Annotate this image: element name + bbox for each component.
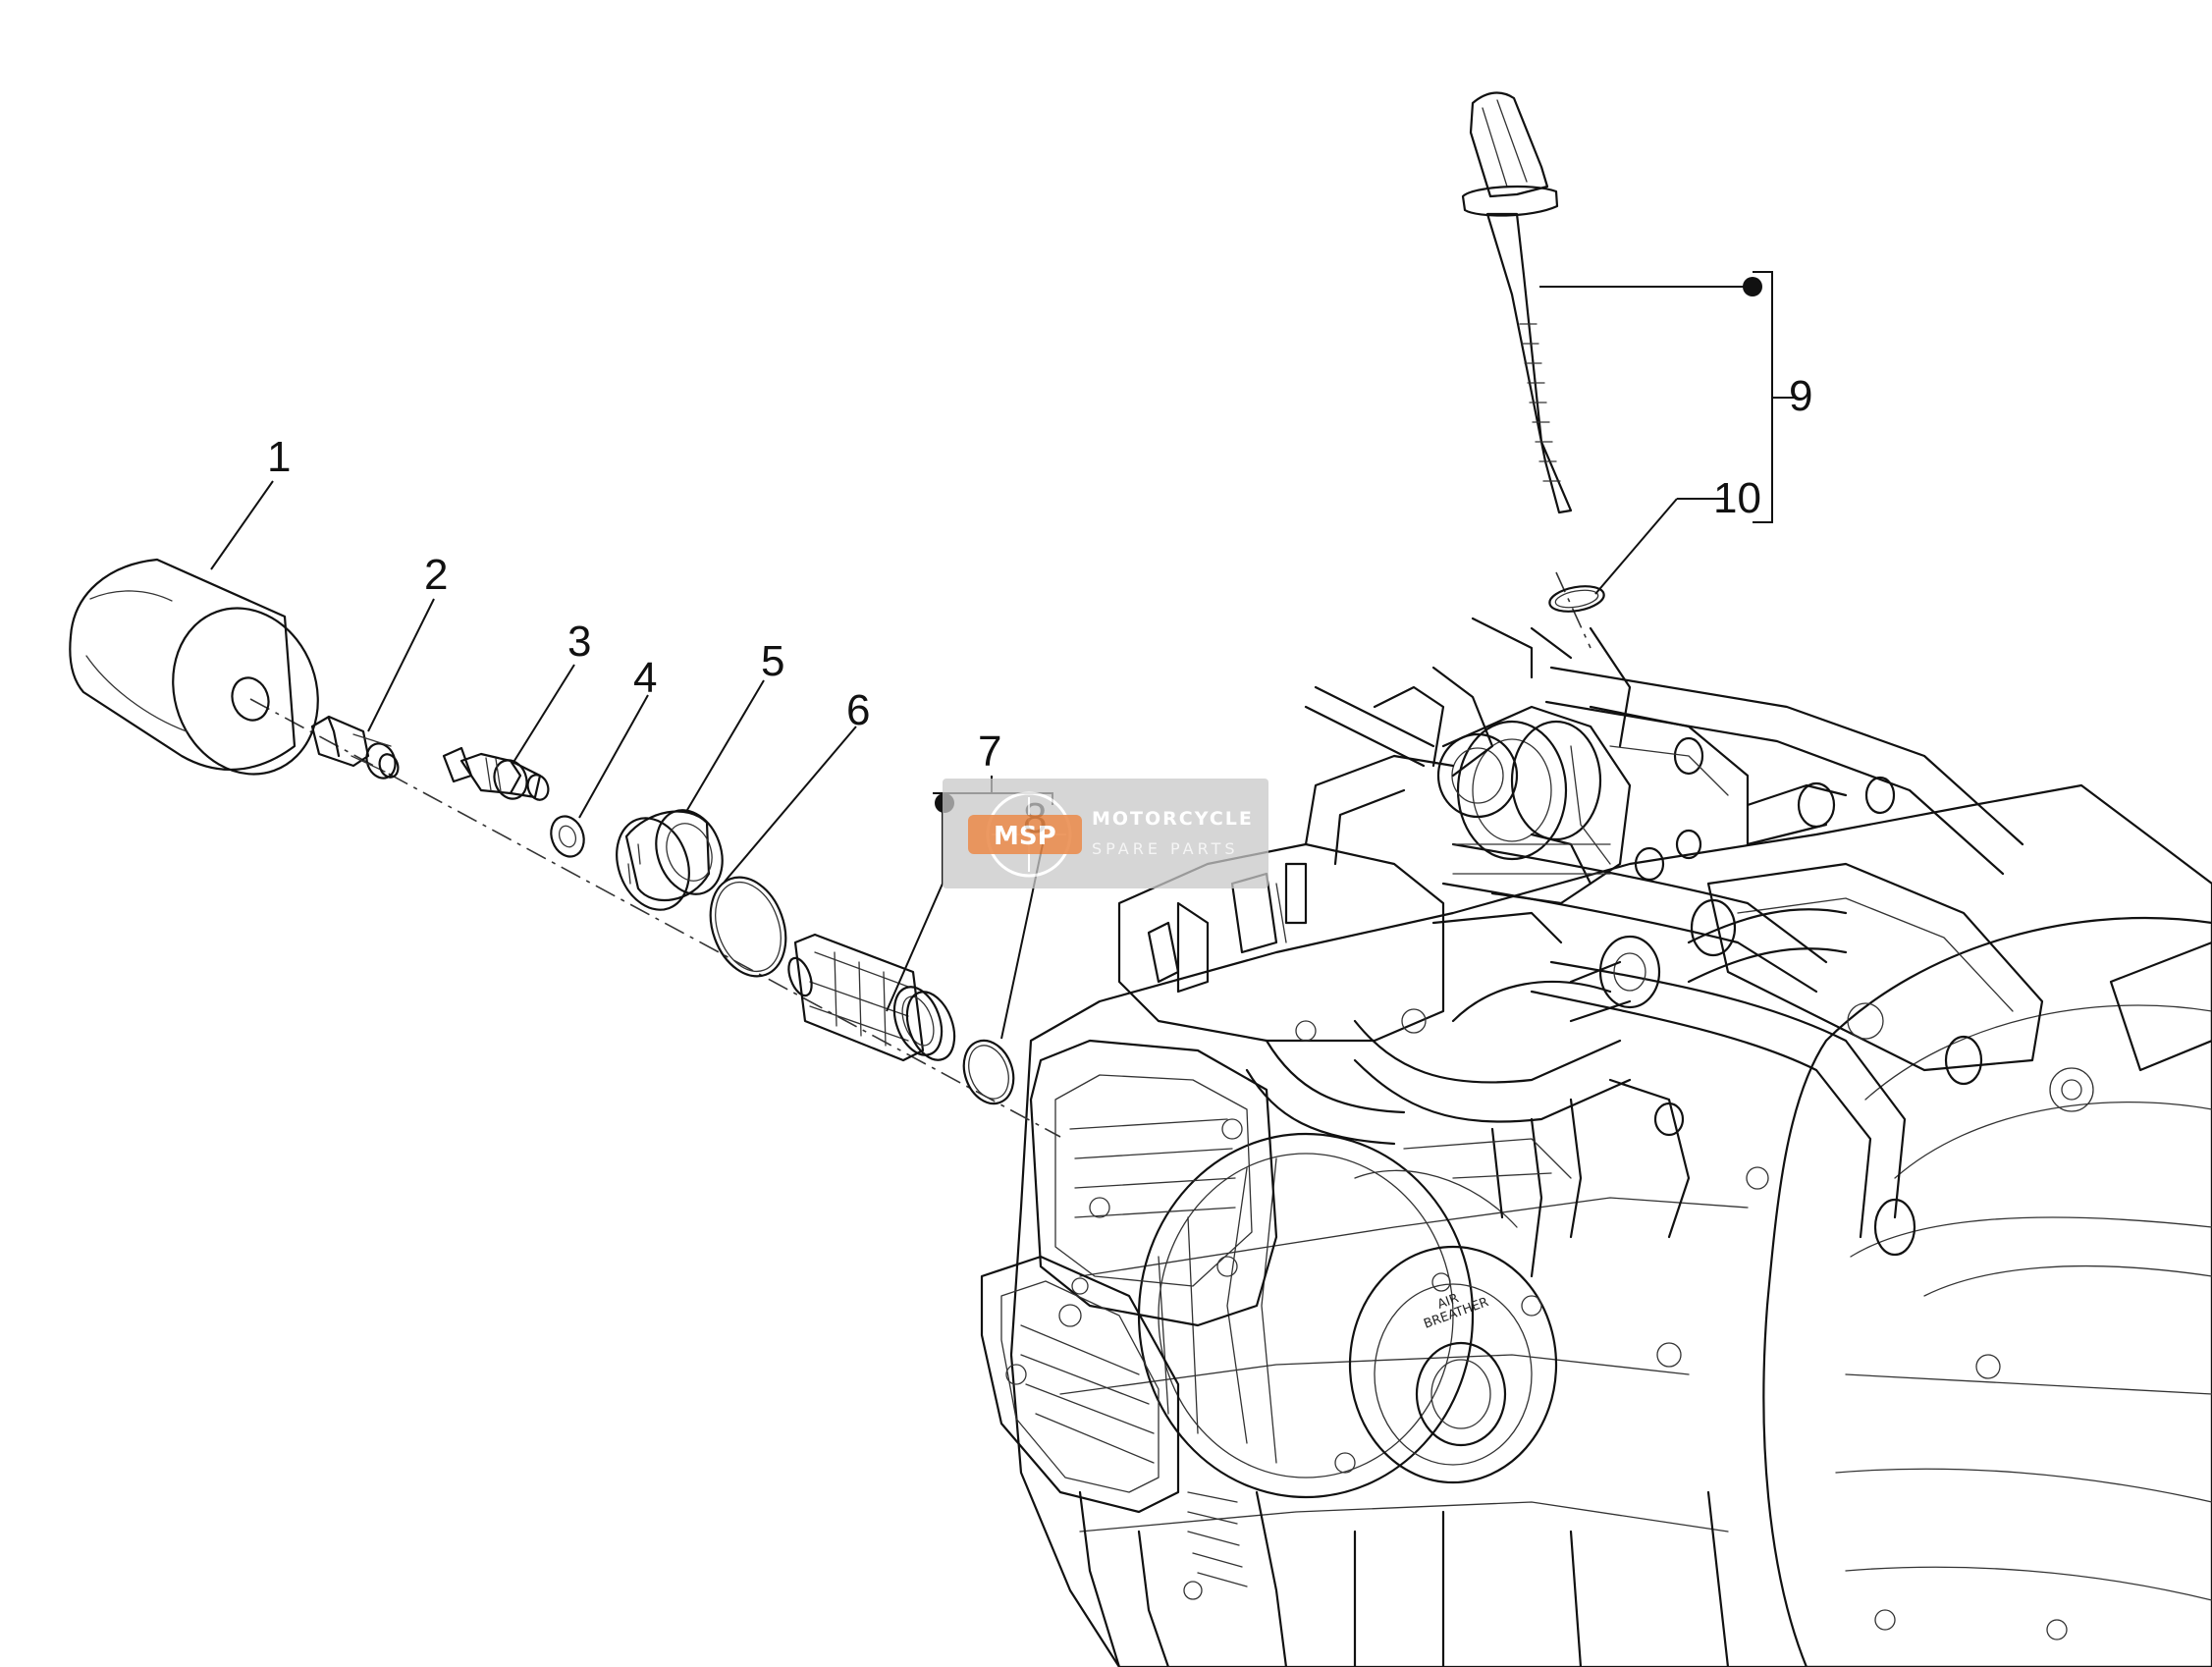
dipstick-part: [1461, 91, 1573, 514]
dipstick-o-ring-part: [1548, 585, 1605, 613]
engine-stamp-air: AIR: [1435, 1291, 1461, 1313]
oil-filter-part: [69, 558, 319, 776]
callout-4: 4: [633, 654, 657, 702]
watermark-background: [943, 779, 1268, 888]
callout-3: 3: [567, 618, 591, 666]
callout-6: 6: [846, 686, 870, 734]
watermark-badge: MSP MOTORCYCLE SPARE PARTS: [943, 779, 1268, 888]
fitting-part: [310, 715, 400, 780]
watermark-line2: SPARE PARTS: [1092, 839, 1239, 858]
oil-pressure-switch-part: [442, 746, 550, 801]
callout-1: 1: [267, 433, 291, 481]
filter-cap-part: [616, 809, 724, 911]
washer-part: [550, 815, 585, 858]
engine-assembly: AIR BREATHER: [980, 617, 2212, 1667]
watermark-line1: MOTORCYCLE: [1092, 808, 1254, 830]
callout-10: 10: [1713, 474, 1761, 522]
callout-2: 2: [424, 551, 448, 599]
filter-screen-part: [787, 933, 956, 1062]
callout-9: 9: [1789, 372, 1812, 420]
leader-lines: [210, 271, 1797, 1040]
callout-labels: 1 2 3 4 5 6 7 8 9 10: [267, 372, 1812, 842]
bracket-dot-9: [1743, 277, 1762, 296]
o-ring-large-part: [709, 876, 787, 978]
o-ring-small-part: [962, 1039, 1015, 1105]
callout-5: 5: [761, 637, 784, 685]
watermark-logo-text: MSP: [994, 822, 1056, 851]
callout-7: 7: [978, 727, 1001, 776]
